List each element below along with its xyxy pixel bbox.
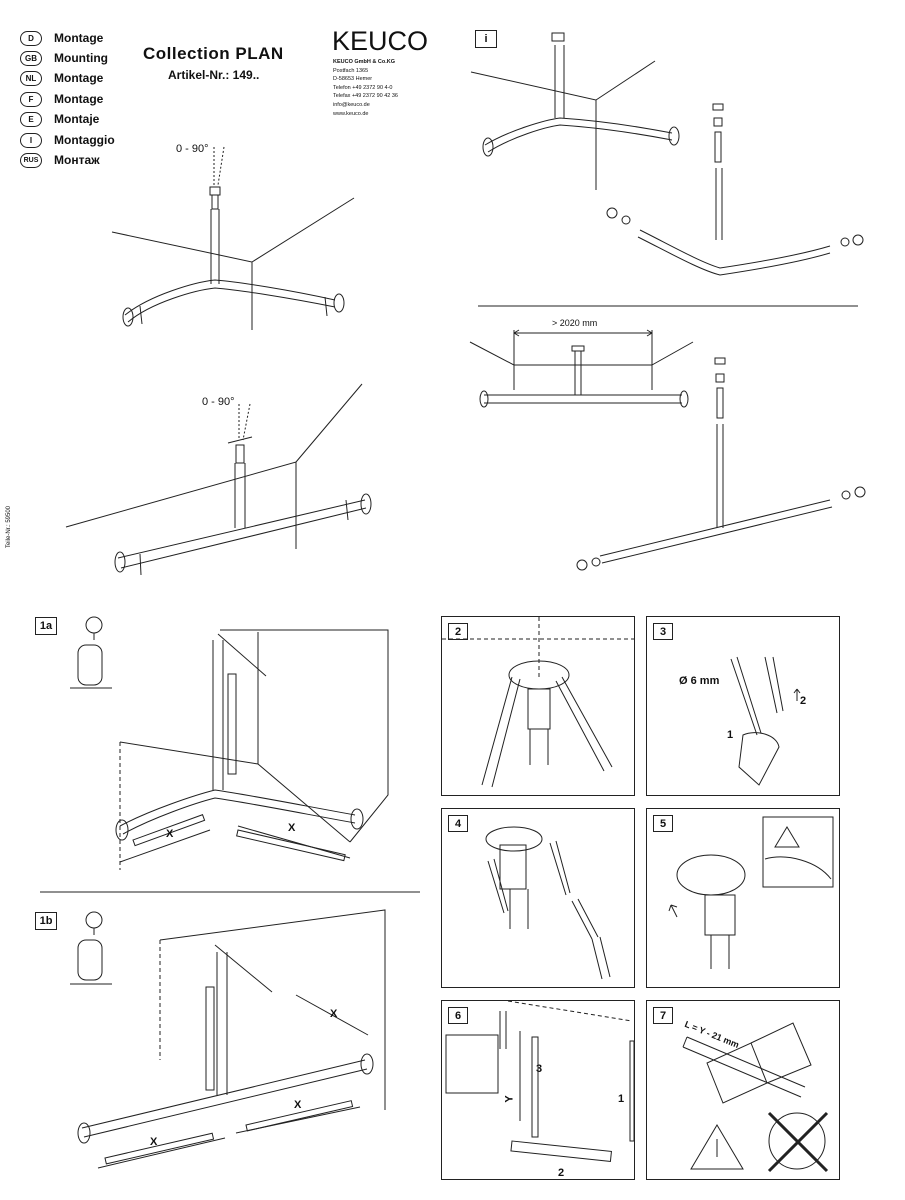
drill-diameter-label: Ø 6 mm	[679, 675, 720, 687]
language-label: Montage	[54, 92, 104, 106]
company-name: KEUCO GmbH & Co.KG	[333, 59, 396, 65]
article-number: Artikel-Nr.: 149..	[168, 68, 260, 82]
fax-line: Telefax +49 2372 90 42 36	[333, 93, 398, 100]
language-label: Montage	[54, 31, 104, 45]
dimension-x-label: X	[294, 1099, 302, 1111]
language-row: RUS Монтаж	[20, 151, 100, 169]
language-row: NL Montage	[20, 69, 103, 87]
step-7-panel: 7 L = Y - 21 mm	[646, 1000, 840, 1180]
sequence-number: 1	[727, 729, 734, 741]
website-line: www.keuco.de	[333, 110, 369, 117]
collection-title: Collection PLAN	[143, 44, 284, 63]
step-3-panel: 3 Ø 6 mm 1 2	[646, 616, 840, 796]
language-row: I Montaggio	[20, 131, 115, 149]
dimension-x-label: X	[288, 822, 296, 834]
step-1a-tag: 1a	[35, 617, 57, 635]
language-code-badge: GB	[20, 50, 42, 66]
email-line: info@keuco.de	[333, 101, 370, 108]
language-code-badge: I	[20, 132, 42, 148]
step-6-tag: 6	[448, 1007, 468, 1024]
phone-line: Telefon +49 2372 90 4-0	[333, 84, 393, 91]
language-row: GB Mounting	[20, 49, 108, 67]
step-5-drawing	[668, 816, 834, 969]
language-label: Монтаж	[54, 153, 100, 167]
language-code-badge: RUS	[20, 152, 42, 168]
dimension-x-label: X	[330, 1008, 338, 1020]
keuco-logo: KEUCO	[332, 26, 429, 56]
step-4-drawing	[485, 826, 611, 980]
warning-icon	[690, 1124, 744, 1170]
dimension-x-label: X	[150, 1136, 158, 1148]
step-3-drawing	[730, 656, 801, 786]
step-5-panel: 5	[646, 808, 840, 988]
language-label: Montage	[54, 71, 104, 85]
language-code-badge: NL	[20, 70, 42, 86]
language-row: F Montage	[20, 90, 103, 108]
warning-icon	[774, 826, 800, 848]
language-label: Montaggio	[54, 133, 115, 147]
language-code-badge: E	[20, 111, 42, 127]
step-1b-tag: 1b	[35, 912, 57, 930]
angle-label: 0 - 90°	[202, 396, 235, 408]
sequence-number: 1	[618, 1093, 625, 1105]
language-row: D Montage	[20, 29, 103, 47]
angle-label: 0 - 90°	[176, 143, 209, 155]
step-4-tag: 4	[448, 815, 468, 832]
sequence-number: 2	[558, 1167, 565, 1179]
language-label: Mounting	[54, 51, 108, 65]
address-line: D-58653 Hemer	[333, 76, 373, 83]
step-4-panel: 4	[441, 808, 635, 988]
info-tag: i	[475, 30, 497, 48]
step-2-panel: 2	[441, 616, 636, 796]
step-7-drawing	[682, 1022, 829, 1173]
width-label: > 2020 mm	[552, 318, 598, 328]
dimension-x-label: X	[166, 828, 174, 840]
company-address: KEUCO GmbH & Co.KG Postfach 1365 D-58653…	[333, 58, 398, 118]
language-label: Montaje	[54, 112, 100, 126]
language-row: E Montaje	[20, 110, 99, 128]
step-3-tag: 3	[653, 623, 673, 640]
step-5-tag: 5	[653, 815, 673, 832]
step-6-drawing	[445, 1000, 635, 1162]
language-code-badge: D	[20, 30, 42, 46]
step-6-panel: 6 Y 3 1 2	[441, 1000, 635, 1180]
sequence-number: 2	[800, 695, 807, 707]
language-code-badge: F	[20, 91, 42, 107]
address-line: Postfach 1365	[333, 67, 369, 74]
step-7-tag: 7	[653, 1007, 673, 1024]
sequence-number: 3	[536, 1063, 543, 1075]
step-2-drawing	[442, 617, 636, 788]
